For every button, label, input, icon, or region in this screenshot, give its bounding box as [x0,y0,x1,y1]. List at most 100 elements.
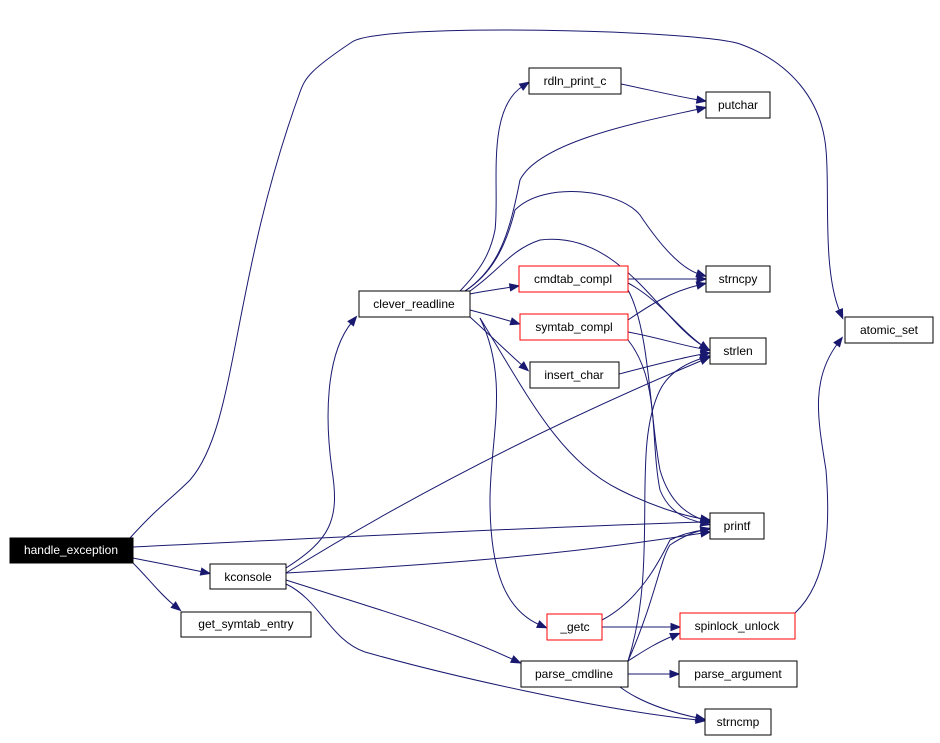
node-label: parse_cmdline [535,667,613,681]
edge-line [464,108,700,292]
arrowhead [695,95,708,104]
edge-parse-cmdline-to-strlen [627,354,712,662]
edge-line [285,583,699,721]
edge-cmdtab-compl-to-strncpy [628,274,708,284]
arrowhead [835,308,844,320]
edge-line [601,529,704,621]
edge-line [627,289,704,521]
edge-line [627,635,674,662]
edge-line [469,316,524,367]
arrowhead [669,669,681,679]
edge-getc-to-spinlock-unlock [602,622,682,632]
node-printf[interactable]: printf [709,512,765,540]
edge-clever-readline-to-cmdtab-compl [469,283,521,295]
edge-line [619,686,699,719]
node-strncmp[interactable]: strncmp [704,708,772,736]
node-putchar[interactable]: putchar [705,91,771,119]
node-parse-argument[interactable]: parse_argument [678,660,798,688]
arrowhead [508,283,521,292]
arrowhead [518,361,530,372]
edge-line [285,532,704,574]
edge-line [285,579,515,661]
edge-cmdtab-compl-to-printf [627,289,711,524]
arrowhead [695,105,708,114]
node-label: cmdtab_compl [534,272,612,286]
node-symtab-compl[interactable]: symtab_compl [519,313,629,341]
node-rdln-print-c[interactable]: rdln_print_c [528,67,622,95]
edge-parse-cmdline-to-printf [627,526,712,662]
node-box [678,660,798,688]
edge-symtab-compl-to-printf [627,339,712,527]
edge-line [618,353,704,375]
node-box [528,67,622,95]
edge-symtab-compl-to-strncpy [627,281,708,321]
arrowhead [699,526,712,535]
node-box [546,613,603,641]
node-box [520,660,629,688]
node-label: _getc [559,620,589,634]
node-get-symtab-entry[interactable]: get_symtab_entry [180,611,312,638]
node-strlen[interactable]: strlen [709,337,767,365]
arrowhead [170,601,182,612]
arrowhead [694,713,707,722]
edge-line [627,339,704,524]
node-parse-cmdline[interactable]: parse_cmdline [520,660,629,688]
node-label: rdln_print_c [544,74,607,88]
edge-line [132,557,204,573]
edge-kconsole-to-parse-cmdline [285,579,522,664]
node-clever-readline[interactable]: clever_readline [358,290,471,318]
edge-line [469,286,513,295]
node-handle-exception[interactable]: handle_exception [9,537,134,564]
arrowhead [695,281,708,290]
arrowhead [695,269,707,278]
node-label: strlen [723,344,752,358]
edge-handle-exception-to-get-symtab-entry [132,562,182,612]
edge-line [627,357,704,662]
edge-kconsole-to-strncmp [285,583,707,724]
node-box [358,290,471,318]
edge-line [469,309,514,323]
node-label: strncpy [719,272,758,286]
node-box [709,512,765,540]
arrowhead [696,274,708,284]
arrowhead [509,655,522,664]
node-label: spinlock_unlock [695,619,781,633]
arrowhead [699,354,712,363]
node-label: handle_exception [24,543,118,557]
edge-clever-readline-to-getc [479,317,548,629]
edge-line [479,317,704,520]
node-spinlock-unlock[interactable]: spinlock_unlock [679,612,796,640]
edge-parse-cmdline-to-parse-argument [627,669,681,679]
node-box [709,337,767,365]
edge-line [627,282,704,347]
node-strncpy[interactable]: strncpy [705,265,771,293]
edge-clever-readline-to-insert-char [469,316,530,372]
edge-handle-exception-to-kconsole [132,557,212,576]
edge-line [132,562,176,607]
node-box [844,316,934,344]
node-getc[interactable]: _getc [546,613,603,641]
node-insert-char[interactable]: insert_char [529,361,620,389]
edge-line [132,521,704,548]
edge-clever-readline-to-printf [479,317,712,523]
node-label: putchar [718,98,758,112]
node-label: clever_readline [373,297,455,311]
node-box [209,563,287,590]
node-box [705,265,771,293]
node-box [180,611,312,638]
node-label: parse_argument [694,667,782,681]
arrowhead [699,344,712,353]
arrowhead [509,317,522,326]
node-label: printf [724,519,751,533]
node-box [518,265,629,293]
edge-line [627,529,704,662]
edge-clever-readline-to-putchar [464,105,708,292]
node-label: strncmp [717,715,760,729]
node-kconsole[interactable]: kconsole [209,563,287,590]
edge-clever-readline-to-strncpy [464,191,707,292]
node-atomic-set[interactable]: atomic_set [844,316,934,344]
edge-clever-readline-to-symtab-compl [469,309,522,326]
node-cmdtab-compl[interactable]: cmdtab_compl [518,265,629,293]
node-box [9,537,134,564]
arrowhead [669,632,681,641]
